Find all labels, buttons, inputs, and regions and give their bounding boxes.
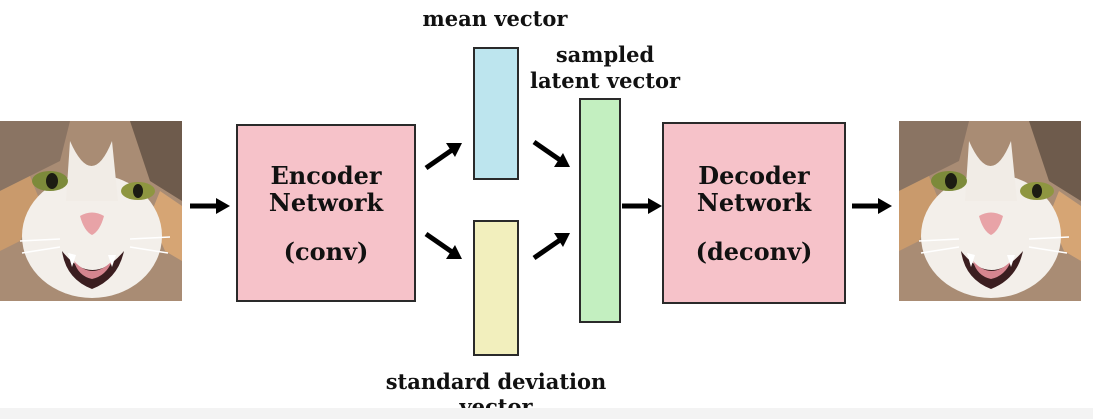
right-arrow-icon bbox=[190, 196, 232, 216]
down-right-arrow-icon bbox=[532, 139, 570, 167]
decoder-network-box: Decoder Network (deconv) bbox=[662, 122, 846, 304]
std-dev-vector-box bbox=[473, 220, 519, 356]
input-cat-image bbox=[0, 121, 182, 301]
sampled-latent-label-line2: latent vector bbox=[529, 68, 681, 93]
right-arrow-icon bbox=[852, 196, 894, 216]
right-arrow-icon bbox=[622, 196, 664, 216]
decoder-line1: Decoder bbox=[698, 160, 810, 190]
mean-vector-label: mean vector bbox=[422, 6, 568, 31]
up-right-arrow-icon bbox=[532, 233, 570, 261]
encoder-network-box: Encoder Network (conv) bbox=[236, 124, 416, 302]
decoder-sub: (deconv) bbox=[695, 236, 813, 266]
up-right-arrow-icon bbox=[424, 143, 462, 171]
mean-vector-box bbox=[473, 47, 519, 180]
encoder-line2: Network bbox=[268, 187, 384, 217]
bottom-band bbox=[0, 408, 1093, 419]
down-right-arrow-icon bbox=[424, 231, 462, 259]
decoder-line2: Network bbox=[696, 187, 812, 217]
sampled-latent-label-line1: sampled bbox=[555, 42, 655, 67]
encoder-sub: (conv) bbox=[283, 236, 369, 266]
std-dev-label-line1: standard deviation bbox=[385, 369, 607, 394]
output-cat-image bbox=[899, 121, 1081, 301]
sampled-latent-vector-box bbox=[579, 98, 621, 323]
encoder-line1: Encoder bbox=[270, 160, 382, 190]
